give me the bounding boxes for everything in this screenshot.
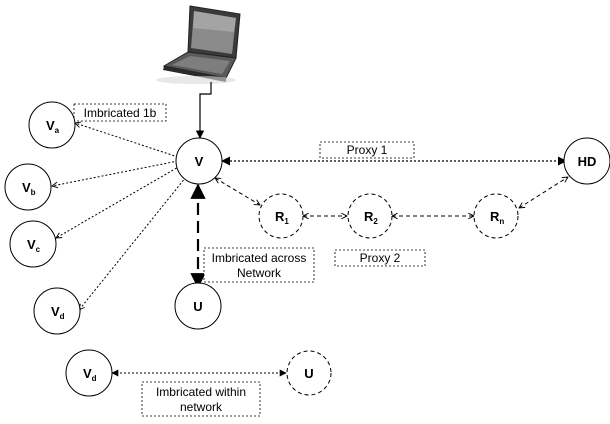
node-u-bottom: U — [286, 350, 332, 396]
caption-imbricated-1b: Imbricated 1b — [84, 106, 157, 120]
caption-box-within — [141, 381, 261, 417]
edge-rn-hd — [519, 177, 568, 208]
svg-text:HD: HD — [578, 154, 597, 169]
svg-text:Vc: Vc — [27, 237, 41, 254]
node-va: Va — [28, 101, 76, 149]
edge-v-r1 — [215, 178, 260, 205]
svg-text:R1: R1 — [275, 209, 289, 226]
svg-text:Va: Va — [46, 118, 60, 135]
svg-text:R2: R2 — [364, 209, 378, 226]
node-v: V — [175, 137, 223, 185]
svg-text:Vd: Vd — [51, 304, 65, 321]
edges-v-to-left — [52, 123, 187, 310]
node-r1: R1 — [258, 193, 304, 239]
svg-text:Vb: Vb — [22, 180, 36, 197]
caption-box-across — [203, 247, 315, 283]
laptop-connector — [195, 82, 212, 139]
node-vd-bottom: Vd — [65, 349, 113, 397]
node-hd: HD — [563, 137, 610, 185]
node-vc: Vc — [9, 220, 57, 268]
svg-text:Vd: Vd — [83, 366, 97, 383]
caption-within-line2: network — [180, 400, 223, 414]
edge-v-vd — [79, 176, 187, 310]
caption-within-line1: Imbricated within — [156, 385, 246, 399]
edge-v-vc — [56, 165, 181, 238]
node-r2: R2 — [347, 193, 393, 239]
node-rn: Rn — [473, 193, 519, 239]
laptop-icon — [156, 5, 241, 84]
node-vb: Vb — [4, 163, 52, 211]
edge-v-vb — [52, 160, 179, 186]
edge-v-va — [75, 123, 179, 158]
edges-proxy2 — [215, 177, 568, 216]
svg-text:U: U — [304, 366, 313, 381]
caption-box-imbricated-1b — [73, 103, 167, 122]
node-vd: Vd — [33, 287, 81, 335]
svg-text:V: V — [195, 154, 204, 169]
caption-across-line2: Network — [237, 266, 282, 280]
node-u: U — [174, 282, 222, 330]
caption-box-proxy2 — [334, 249, 426, 267]
caption-across-line1: Imbricated across — [212, 251, 307, 265]
caption-proxy1: Proxy 1 — [347, 143, 388, 157]
svg-text:Rn: Rn — [490, 209, 504, 226]
caption-proxy2: Proxy 2 — [360, 251, 401, 265]
svg-text:U: U — [193, 299, 202, 314]
caption-box-proxy1 — [319, 141, 415, 159]
